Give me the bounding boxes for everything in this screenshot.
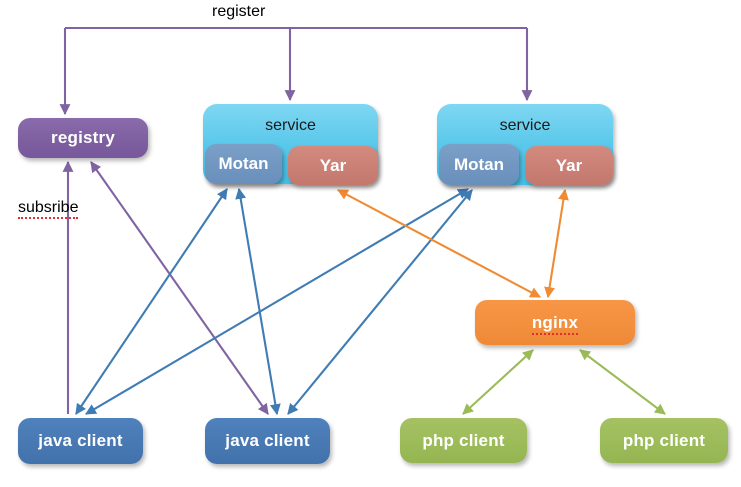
node-java-client-2-label: java client <box>225 431 310 450</box>
node-registry[interactable]: registry <box>18 118 148 158</box>
node-motan-1[interactable]: Motan <box>205 144 282 184</box>
node-php-client-1-label: php client <box>422 430 505 450</box>
node-php-client-2-label: php client <box>622 430 706 450</box>
edge-php-client-2-nginx <box>579 349 666 415</box>
node-service-1-label: service <box>265 117 316 134</box>
edge-java-client-1-motan-1 <box>75 188 228 415</box>
edge-java-client-1-motan-2 <box>85 188 469 415</box>
node-registry-label: registry <box>51 128 115 147</box>
node-yar-1[interactable]: Yar <box>288 146 378 185</box>
node-motan-2[interactable]: Motan <box>439 144 519 185</box>
node-php-client-1[interactable]: php client <box>400 418 527 463</box>
node-java-client-2[interactable]: java client <box>205 418 330 464</box>
node-java-client-1[interactable]: java client <box>18 418 143 464</box>
node-motan-1-label: Motan <box>218 154 269 173</box>
node-service-2-label: service <box>499 117 551 134</box>
node-nginx[interactable]: nginx <box>475 300 635 345</box>
edge-php-client-1-nginx <box>462 349 534 415</box>
node-motan-2-label: Motan <box>453 154 505 174</box>
node-yar-1-label: Yar <box>319 155 347 175</box>
edge-java-client-2-motan-2 <box>287 189 473 415</box>
node-yar-2[interactable]: Yar <box>525 146 613 185</box>
node-yar-2-label: Yar <box>555 155 583 175</box>
node-nginx-label: nginx <box>531 312 579 335</box>
edge-label-subscribe-text: subsribe <box>18 199 79 219</box>
node-php-client-2[interactable]: php client <box>600 418 728 463</box>
edge-yar-2-nginx <box>544 188 569 299</box>
edge-yar-1-nginx <box>337 189 541 298</box>
edge-label-subscribe: subsribe <box>18 199 79 219</box>
edge-label-register: register <box>212 3 266 20</box>
node-java-client-1-label: java client <box>38 431 123 450</box>
edge-register-bus <box>59 26 533 116</box>
